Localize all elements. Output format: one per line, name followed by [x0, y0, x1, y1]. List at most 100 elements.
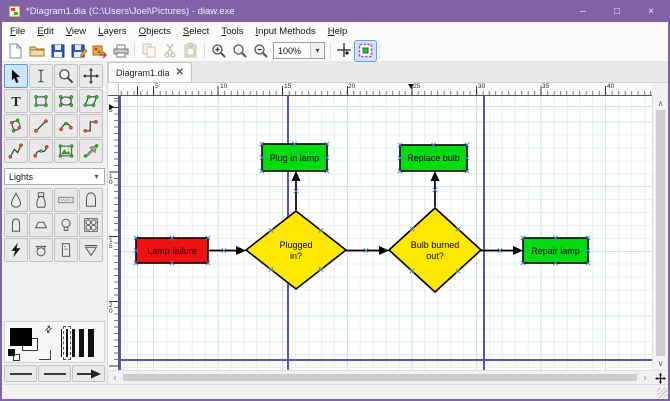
- shape-fresnel[interactable]: [29, 213, 53, 237]
- menu-edit[interactable]: Edit: [37, 25, 54, 37]
- end-arrow-button[interactable]: [72, 365, 105, 382]
- vertical-ruler: 5 10 15 20: [108, 96, 119, 370]
- vertical-scrollbar[interactable]: ∧ ∨: [652, 96, 668, 370]
- line-style-button[interactable]: [38, 365, 71, 382]
- node-lamp-failure[interactable]: [135, 237, 209, 264]
- paste-button[interactable]: [180, 41, 201, 61]
- node-replace-bulb[interactable]: [399, 144, 468, 172]
- swap-colors-icon[interactable]: ⇄: [42, 322, 56, 336]
- new-diagram-button[interactable]: [5, 41, 26, 61]
- cut-button[interactable]: [159, 41, 180, 61]
- line-width-3[interactable]: [71, 329, 75, 357]
- move-icon: [82, 67, 100, 85]
- copy-button[interactable]: [138, 41, 159, 61]
- line-width-4[interactable]: [78, 329, 84, 357]
- node-bulb-burned-out[interactable]: [387, 206, 483, 294]
- zoom-in-button[interactable]: [208, 41, 229, 61]
- shape-striplight[interactable]: [54, 188, 78, 212]
- maximize-button[interactable]: □: [613, 5, 621, 17]
- shape-ellipsoidal[interactable]: [79, 188, 103, 212]
- begin-arrow-button[interactable]: [4, 365, 37, 382]
- export-button[interactable]: [89, 41, 110, 61]
- color-corner-line: [39, 350, 51, 360]
- shape-par[interactable]: [4, 188, 28, 212]
- menu-view[interactable]: View: [65, 25, 87, 37]
- tool-polygon[interactable]: [79, 89, 103, 113]
- tab-close-icon[interactable]: ✕: [175, 66, 184, 78]
- print-button[interactable]: [110, 41, 131, 61]
- menu-input-methods[interactable]: Input Methods: [255, 25, 316, 37]
- pan-canvas-button[interactable]: [652, 371, 668, 385]
- save-as-button[interactable]: [68, 41, 89, 61]
- line-width-2-selected[interactable]: [62, 326, 71, 360]
- line-width-selector[interactable]: [55, 324, 99, 362]
- node-plugged-in[interactable]: [244, 209, 348, 291]
- shape-par-on-floor[interactable]: [29, 188, 53, 212]
- zoom-fit-button[interactable]: [229, 41, 250, 61]
- scroll-up-icon[interactable]: ∧: [657, 98, 664, 108]
- shape-scoop[interactable]: [29, 238, 53, 262]
- shape-black-light[interactable]: [4, 238, 28, 262]
- tool-text-edit[interactable]: [29, 64, 53, 88]
- tool-image[interactable]: [54, 139, 78, 163]
- node-repair-lamp-label: Repair lamp: [531, 246, 580, 256]
- tool-text[interactable]: T: [4, 89, 28, 113]
- tab-diagram1[interactable]: Diagram1.dia ✕: [108, 62, 192, 82]
- tool-polyline[interactable]: [4, 139, 28, 163]
- paste-clipboard-icon: [184, 43, 197, 58]
- menu-select[interactable]: Select: [182, 25, 210, 37]
- resize-grip[interactable]: [657, 388, 667, 398]
- arc-icon: [59, 121, 73, 132]
- tool-line[interactable]: [29, 114, 53, 138]
- ibeam-icon: [38, 69, 44, 83]
- pointer-position-marker: [109, 104, 114, 110]
- tool-outline[interactable]: [79, 139, 103, 163]
- scroll-left-icon[interactable]: ‹: [113, 373, 117, 382]
- shape-lamp[interactable]: [54, 213, 78, 237]
- scroll-right-icon[interactable]: ›: [643, 373, 647, 382]
- tool-arc[interactable]: [54, 114, 78, 138]
- line-width-5[interactable]: [87, 329, 94, 357]
- menu-tools[interactable]: Tools: [221, 25, 244, 37]
- zoom-out-button[interactable]: [250, 41, 271, 61]
- line-width-1[interactable]: [60, 329, 62, 357]
- minimize-button[interactable]: –: [580, 5, 586, 17]
- menu-objects[interactable]: Objects: [138, 25, 171, 37]
- shape-scrim[interactable]: [79, 238, 103, 262]
- app-icon: [8, 5, 21, 17]
- foreground-color-swatch[interactable]: [10, 328, 32, 346]
- diagram-canvas[interactable]: Lamp failure Plugged in? Plug in lamp Bu…: [119, 96, 652, 370]
- tool-ellipse[interactable]: [54, 89, 78, 113]
- shape-blinders[interactable]: [79, 213, 103, 237]
- tool-zigzagline[interactable]: [79, 114, 103, 138]
- tool-modify[interactable]: [4, 64, 28, 88]
- horizontal-scrollbar[interactable]: ‹ ›: [108, 370, 668, 385]
- vertical-scroll-thumb[interactable]: [656, 110, 665, 356]
- node-lamp-failure-label: Lamp failure: [147, 246, 197, 256]
- sheet-selector[interactable]: Lights ▾: [4, 168, 105, 185]
- save-button[interactable]: [47, 41, 68, 61]
- scroll-down-icon[interactable]: ∨: [657, 358, 664, 368]
- v-ruler-label: 10: [109, 173, 113, 186]
- snap-to-objects-button[interactable]: [334, 41, 355, 61]
- color-selector[interactable]: ⇄: [7, 322, 56, 362]
- menu-file[interactable]: File: [10, 25, 26, 37]
- tool-beziergon[interactable]: [4, 114, 28, 138]
- zoom-combo-dropdown-icon[interactable]: ▾: [310, 43, 324, 58]
- open-button[interactable]: [26, 41, 47, 61]
- shape-structure[interactable]: [54, 238, 78, 262]
- close-button[interactable]: ×: [648, 5, 654, 17]
- tool-bezierline[interactable]: [29, 139, 53, 163]
- par-floor-shape-icon: [36, 192, 46, 208]
- horizontal-scroll-thumb[interactable]: [123, 374, 637, 381]
- menu-layers[interactable]: Layers: [98, 25, 127, 37]
- snap-to-grid-button[interactable]: [354, 39, 377, 62]
- default-colors-icon[interactable]: [8, 349, 20, 361]
- tool-box[interactable]: [29, 89, 53, 113]
- shape-pebble-convex[interactable]: [4, 213, 28, 237]
- menu-help[interactable]: Help: [327, 25, 348, 37]
- tool-scroll[interactable]: [79, 64, 103, 88]
- tool-magnify[interactable]: [54, 64, 78, 88]
- zoom-level-combo[interactable]: 100% ▾: [273, 42, 325, 59]
- print-icon: [113, 44, 128, 57]
